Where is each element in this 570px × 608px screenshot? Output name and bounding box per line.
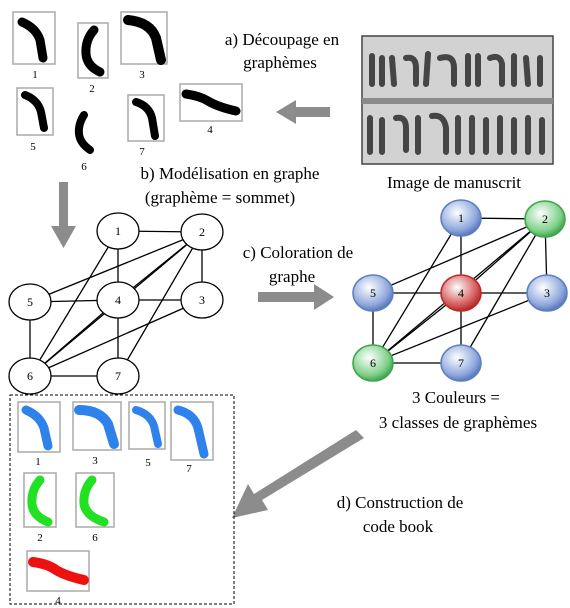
graph-node-3: 3 xyxy=(180,281,224,319)
manuscript-caption: Image de manuscrit xyxy=(387,173,521,192)
grapheme-label: 1 xyxy=(35,456,41,468)
grapheme-thumbnail: 1 xyxy=(12,11,56,81)
graph-node-label: 4 xyxy=(458,286,464,300)
grapheme-thumbnail: 5 xyxy=(128,401,166,469)
step-a-label-line1: a) Découpage en xyxy=(225,30,340,49)
step-d-label-line2: code book xyxy=(363,517,434,536)
grapheme-label: 7 xyxy=(186,463,192,475)
step-b-label-line1: b) Modélisation en graphe xyxy=(141,164,320,183)
grapheme-label: 2 xyxy=(89,83,95,95)
arrow-down-left-icon xyxy=(232,430,364,518)
result-line1: 3 Couleurs = xyxy=(412,388,500,407)
graph-node-label: 3 xyxy=(199,293,205,307)
graph-edge xyxy=(372,218,546,294)
graph-node-5: 5 xyxy=(352,274,394,312)
grapheme-thumbnail: 7 xyxy=(127,94,165,158)
graph-node-label: 1 xyxy=(458,211,464,225)
graph-node-3: 3 xyxy=(526,274,568,312)
graph-node-7: 7 xyxy=(96,357,140,395)
arrow-right-icon xyxy=(258,284,334,310)
graph-node-1: 1 xyxy=(440,199,482,237)
grapheme-label: 5 xyxy=(30,141,36,153)
codebook-class-blue: 1 3 5 7 xyxy=(17,401,214,475)
grapheme-thumbnail: 5 xyxy=(16,87,54,153)
grapheme-label: 3 xyxy=(92,455,98,467)
step-b-label-line2: (graphème = sommet) xyxy=(145,188,295,207)
grapheme-label: 6 xyxy=(92,532,98,544)
segmented-graphemes: 1 2 3 5 6 7 xyxy=(12,11,243,173)
graph-edge xyxy=(29,231,203,303)
step-a-label-line2: graphèmes xyxy=(243,53,317,72)
grapheme-thumbnail: 3 xyxy=(72,401,122,467)
graph-node-label: 7 xyxy=(458,356,464,370)
graph-node-7: 7 xyxy=(440,344,482,382)
grapheme-label: 3 xyxy=(139,69,145,81)
codebook-class-red: 4 xyxy=(26,550,90,607)
result-line2: 3 classes de graphèmes xyxy=(379,413,537,432)
grapheme-label: 1 xyxy=(32,69,38,81)
grapheme-thumbnail: 4 xyxy=(179,83,243,136)
graph-node-4: 4 xyxy=(96,281,140,319)
grapheme-label: 7 xyxy=(139,146,145,158)
graph-node-label: 7 xyxy=(115,369,121,383)
graph-node-label: 4 xyxy=(115,293,121,307)
arrow-left-icon xyxy=(276,100,330,124)
graph-node-5: 5 xyxy=(8,283,52,321)
grapheme-thumbnail: 1 xyxy=(17,401,61,468)
graph-node-2: 2 xyxy=(524,200,566,238)
graph-node-2: 2 xyxy=(180,213,224,251)
graph-node-label: 2 xyxy=(199,225,205,239)
graph-edge xyxy=(29,230,119,377)
graph-node-6: 6 xyxy=(8,357,52,395)
grapheme-thumbnail: 3 xyxy=(120,11,168,81)
grapheme-label: 5 xyxy=(145,457,151,469)
graph-node-label: 2 xyxy=(542,212,548,226)
grapheme-label: 2 xyxy=(37,532,43,544)
codebook-class-green: 2 6 xyxy=(23,472,115,544)
uncolored-graph: 1 2 3 4 5 6 7 xyxy=(8,212,224,395)
graph-node-label: 6 xyxy=(370,356,376,370)
flow-arrows xyxy=(51,100,364,518)
graph-node-6: 6 xyxy=(352,344,394,382)
graph-edge xyxy=(372,217,462,364)
code-book: 1 3 5 7 2 xyxy=(9,394,235,607)
graph-edge xyxy=(460,218,546,364)
step-c-label-line2: graphe xyxy=(269,267,315,286)
graph-node-4: 4 xyxy=(440,274,482,312)
graph-edge xyxy=(117,231,203,377)
graph-node-label: 1 xyxy=(115,224,121,238)
manuscript-image: Image de manuscrit xyxy=(361,35,554,192)
step-c-label-line1: c) Coloration de xyxy=(243,243,353,262)
arrow-down-icon xyxy=(51,182,76,248)
colored-graph: 1 2 3 4 5 6 7 xyxy=(352,199,568,382)
grapheme-thumbnail: 2 xyxy=(77,22,109,95)
graph-node-label: 6 xyxy=(27,369,33,383)
grapheme-label: 4 xyxy=(55,595,61,607)
graph-edge xyxy=(29,299,203,377)
graph-edge xyxy=(372,292,548,364)
grapheme-thumbnail: 4 xyxy=(26,550,90,607)
grapheme-thumbnail: 6 xyxy=(75,472,115,544)
grapheme-thumbnail: 7 xyxy=(170,401,214,475)
graph-node-label: 5 xyxy=(27,295,33,309)
grapheme-thumbnail: 6 xyxy=(74,111,94,173)
step-d-label-line1: d) Construction de xyxy=(337,493,464,512)
grapheme-label: 6 xyxy=(81,161,87,173)
grapheme-label: 4 xyxy=(207,124,213,136)
grapheme-thumbnail: 2 xyxy=(23,472,57,544)
graph-node-label: 3 xyxy=(544,286,550,300)
graph-node-1: 1 xyxy=(96,212,140,250)
graph-node-label: 5 xyxy=(370,286,376,300)
